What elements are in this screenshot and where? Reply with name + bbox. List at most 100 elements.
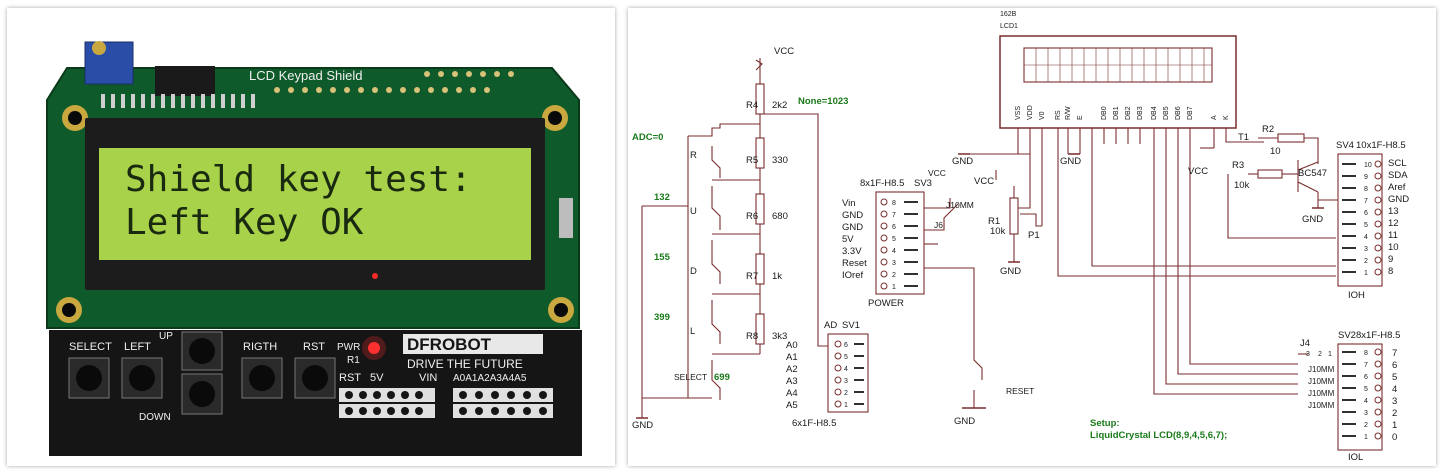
value-132: 132 bbox=[654, 192, 670, 203]
ad-label: AD bbox=[824, 320, 837, 331]
r7-value: 1k bbox=[772, 271, 782, 282]
power-label-ioref: IOref bbox=[842, 270, 863, 281]
sv2-label-0: 0 bbox=[1392, 432, 1397, 443]
select-button[interactable] bbox=[68, 357, 110, 399]
sv1-type: 6x1F-H8.5 bbox=[792, 418, 836, 429]
lcd-pin-db6: DB6 bbox=[1175, 106, 1182, 120]
j4-label: J4 bbox=[1300, 338, 1310, 349]
r6-label: R6 bbox=[746, 211, 758, 222]
lcd-pin-db1: DB1 bbox=[1113, 106, 1120, 120]
power-pin-4: 4 bbox=[892, 248, 896, 255]
schematic-panel: VCC None=1023 ADC=0 132 155 399 699 R4 2… bbox=[628, 8, 1436, 466]
adc-label: ADC=0 bbox=[632, 132, 663, 143]
sv2-label-4: 4 bbox=[1392, 384, 1397, 395]
power-led-icon bbox=[368, 342, 380, 354]
iol-label: IOL bbox=[1348, 452, 1363, 463]
power-label: POWER bbox=[868, 298, 904, 309]
value-399: 399 bbox=[654, 312, 670, 323]
sv4-pin-3: 3 bbox=[1364, 246, 1368, 253]
j10mm-4: J10MM bbox=[1308, 401, 1335, 410]
sv4-pin-7: 7 bbox=[1364, 198, 1368, 205]
lcd-line-2: Left Key OK bbox=[125, 202, 364, 243]
sv4-pin-5: 5 bbox=[1364, 222, 1368, 229]
p1-label: P1 bbox=[1028, 230, 1040, 241]
sv4-pin-6: 6 bbox=[1364, 210, 1368, 217]
icsp-header bbox=[155, 66, 215, 96]
r4-label: R4 bbox=[746, 100, 758, 111]
label-hdr-rst: RST bbox=[339, 372, 361, 384]
sv2-pin-2: 2 bbox=[1364, 422, 1368, 429]
sv4-label: SV4 bbox=[1336, 140, 1354, 151]
label-left: LEFT bbox=[124, 341, 151, 353]
brand-tagline: DRIVE THE FUTURE bbox=[407, 357, 523, 371]
sv1-pin-5: 5 bbox=[844, 354, 848, 361]
j4-pin-2: 2 bbox=[1318, 351, 1322, 358]
up-button[interactable] bbox=[181, 331, 223, 371]
shield-photo: LCD Keypad Shield Shield key test: Left … bbox=[46, 41, 582, 456]
sv4-pin-10: 10 bbox=[1364, 162, 1372, 169]
label-pwr: PWR bbox=[337, 342, 360, 353]
sv2-label-3: 3 bbox=[1392, 396, 1397, 407]
power-label-3v3: 3.3V bbox=[842, 246, 862, 257]
sv1-pin-6: 6 bbox=[844, 342, 848, 349]
down-button[interactable] bbox=[181, 373, 223, 415]
sv2-pin-6: 6 bbox=[1364, 374, 1368, 381]
reset-label: RESET bbox=[1006, 386, 1034, 396]
setup-code: LiquidCrystal LCD(8,9,4,5,6,7); bbox=[1090, 430, 1227, 441]
sv4-pin-9: 9 bbox=[1364, 174, 1368, 181]
j10mm-label: J10MM bbox=[946, 200, 974, 210]
sv2-label-1: 1 bbox=[1392, 420, 1397, 431]
sv4-label-12: 12 bbox=[1388, 218, 1399, 229]
sv4-label-gnd: GND bbox=[1388, 194, 1409, 205]
label-select: SELECT bbox=[69, 341, 112, 353]
sv4-label-8: 8 bbox=[1388, 266, 1393, 277]
board-title: LCD Keypad Shield bbox=[249, 68, 362, 83]
r7-label: R7 bbox=[746, 271, 758, 282]
lcd-pin-rw: R/W bbox=[1065, 106, 1072, 120]
sv1-label: SV1 bbox=[842, 320, 860, 331]
lcd-pin-db5: DB5 bbox=[1163, 106, 1170, 120]
r3-label: R3 bbox=[1232, 160, 1244, 171]
sv2-pin-7: 7 bbox=[1364, 362, 1368, 369]
sv4-label-11: 11 bbox=[1388, 230, 1398, 241]
sv2-type: 8x1F-H8.5 bbox=[1356, 330, 1400, 341]
lcd-pin-k: K bbox=[1223, 115, 1230, 120]
sv4-pin-8: 8 bbox=[1364, 186, 1368, 193]
sv2-label-2: 2 bbox=[1392, 408, 1397, 419]
gnd-left-label: GND bbox=[632, 420, 653, 431]
r1-label: R1 bbox=[988, 216, 1000, 227]
lcd-name: 162B bbox=[1000, 11, 1017, 18]
led-indicator-icon bbox=[372, 273, 378, 279]
lcd-pin-vss: VSS bbox=[1015, 106, 1022, 120]
rst-button[interactable] bbox=[294, 357, 336, 399]
lcd-pin-e: E bbox=[1077, 115, 1084, 120]
j10mm-3: J10MM bbox=[1308, 389, 1335, 398]
j6-label: J6 bbox=[934, 220, 943, 230]
switch-select-label: SELECT bbox=[674, 372, 707, 382]
none-label: None=1023 bbox=[798, 96, 848, 107]
sv2-label-7: 7 bbox=[1392, 348, 1397, 359]
sv4-label-sda: SDA bbox=[1388, 170, 1408, 181]
label-hdr-5v: 5V bbox=[370, 372, 384, 384]
brand-box bbox=[403, 334, 543, 354]
power-label-gnd1: GND bbox=[842, 210, 863, 221]
lcd-line-1: Shield key test: bbox=[125, 159, 472, 200]
r4-value: 2k2 bbox=[772, 100, 787, 111]
sv1-pin-2: 2 bbox=[844, 390, 848, 397]
power-pin-7: 7 bbox=[892, 212, 896, 219]
brand-logo: DFROBOT bbox=[407, 335, 492, 354]
r1-value: 10k bbox=[990, 226, 1006, 237]
sv4-type: 10x1F-H8.5 bbox=[1356, 140, 1406, 151]
vcc-mid-label: VCC bbox=[1188, 166, 1208, 177]
j10mm-2: J10MM bbox=[1308, 377, 1335, 386]
a1-label: A1 bbox=[786, 352, 798, 363]
lcd-pin-vdd: VDD bbox=[1027, 105, 1034, 120]
sv4-label-10: 10 bbox=[1388, 242, 1399, 253]
j10mm-1: J10MM bbox=[1308, 365, 1335, 374]
left-button[interactable] bbox=[121, 357, 163, 399]
sv1-pin-3: 3 bbox=[844, 378, 848, 385]
right-button[interactable] bbox=[241, 357, 283, 399]
schematic-diagram: VCC None=1023 ADC=0 132 155 399 699 R4 2… bbox=[632, 11, 1409, 463]
vcc-j6-label: VCC bbox=[928, 168, 946, 178]
r2-label: R2 bbox=[1262, 124, 1274, 135]
